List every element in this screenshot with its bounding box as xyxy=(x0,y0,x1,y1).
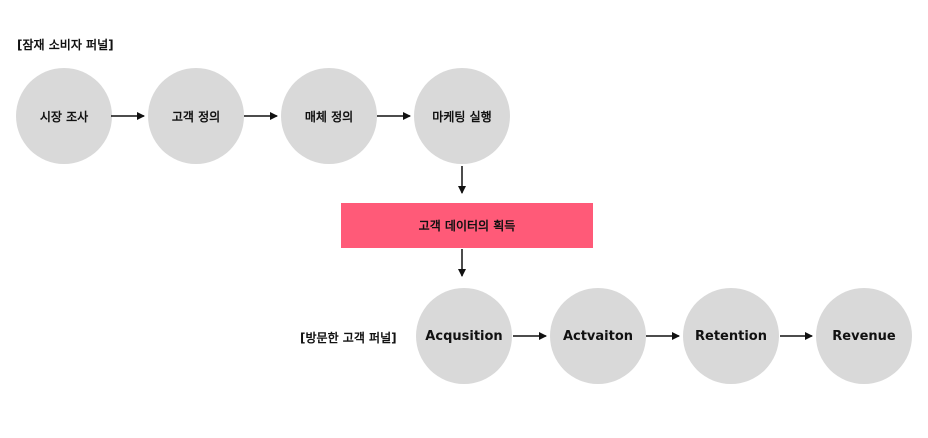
step-revenue: Revenue xyxy=(816,288,912,384)
step-retention: Retention xyxy=(683,288,779,384)
step-market-research: 시장 조사 xyxy=(16,68,112,164)
step-customer-definition: 고객 정의 xyxy=(148,68,244,164)
customer-data-acquisition-box: 고객 데이터의 획득 xyxy=(341,203,593,248)
step-acquisition: Acqusition xyxy=(416,288,512,384)
potential-funnel-title: [잠재 소비자 퍼널] xyxy=(17,38,114,52)
step-activation: Actvaiton xyxy=(550,288,646,384)
step-marketing-execution: 마케팅 실행 xyxy=(414,68,510,164)
step-media-definition: 매체 정의 xyxy=(281,68,377,164)
visitor-funnel-title: [방문한 고객 퍼널] xyxy=(300,331,397,345)
